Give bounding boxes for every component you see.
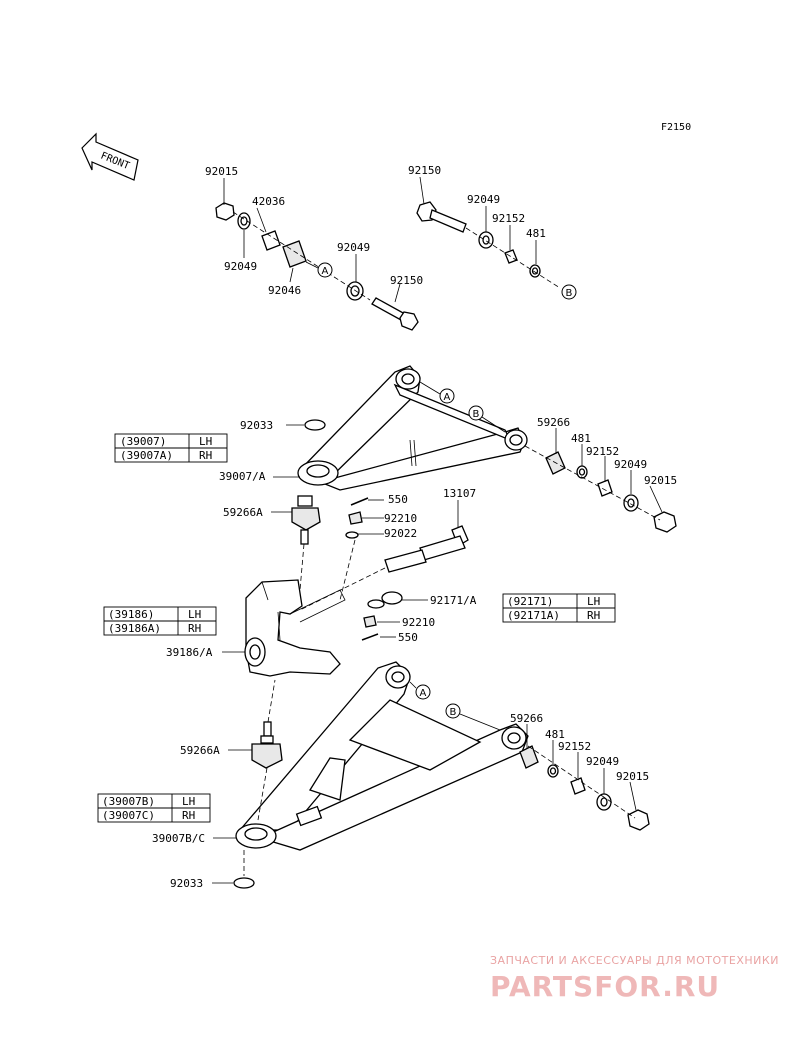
table-92171-code-2: (92171A) — [507, 609, 560, 622]
table-92171-side-1: LH — [587, 595, 600, 608]
circle-ref-a-1: A — [322, 266, 329, 277]
label-92152-top: 92152 — [492, 212, 525, 225]
table-39007-code-2: (39007A) — [120, 449, 173, 462]
label-550-bot: 550 — [398, 631, 418, 644]
watermark-logo: ЗАПЧАСТИ И АКСЕССУАРЫ ДЛЯ МОТОТЕХНИКИ PA… — [490, 954, 779, 1003]
label-39007-bc: 39007B/C — [152, 832, 205, 845]
label-39007-a: 39007/A — [219, 470, 266, 483]
ball-joint-lower — [228, 679, 283, 821]
pin-550-bot — [361, 633, 379, 641]
circlip-92033-bot — [233, 877, 255, 889]
circle-ref-b-3: B — [450, 707, 457, 718]
table-92171-side-2: RH — [587, 609, 600, 622]
label-550-top: 550 — [388, 493, 408, 506]
table-92171: (92171) LH (92171A) RH — [502, 593, 616, 623]
table-39007b-code-1: (39007B) — [102, 795, 155, 808]
upper-right-parts — [524, 428, 677, 533]
nut-92015-top — [215, 202, 235, 221]
label-92015-top: 92015 — [205, 165, 238, 178]
table-39007: (39007) LH (39007A) RH — [114, 433, 228, 463]
table-39186-side-1: LH — [188, 608, 201, 621]
circle-ref-a-2: A — [444, 392, 451, 403]
knuckle-39186 — [222, 579, 346, 677]
label-92033-top: 92033 — [240, 419, 273, 432]
label-92049-left: 92049 — [224, 260, 257, 273]
label-92150-top: 92150 — [408, 164, 441, 177]
upper-a-arm — [297, 365, 528, 491]
table-39186-code-2: (39186A) — [108, 622, 161, 635]
lower-right-parts — [519, 724, 650, 831]
table-39186-code-1: (39186) — [108, 608, 154, 621]
nut-92210-bot — [363, 615, 377, 628]
label-481-top: 481 — [526, 227, 546, 240]
table-39007-side-1: LH — [199, 435, 212, 448]
label-92046: 92046 — [268, 284, 301, 297]
circle-ref-b-1: B — [566, 288, 573, 299]
ball-joint-upper — [271, 495, 321, 591]
label-39186-a: 39186/A — [166, 646, 213, 659]
lower-a-arm — [235, 661, 529, 851]
label-92022: 92022 — [384, 527, 417, 540]
table-92171-code-1: (92171) — [507, 595, 553, 608]
bolt-92150-mid — [371, 297, 406, 321]
table-39007b-side-2: RH — [182, 809, 195, 822]
sleeve-42036 — [261, 230, 281, 251]
label-92210-top: 92210 — [384, 512, 417, 525]
label-92171-a: 92171/A — [430, 594, 477, 607]
front-arrow-icon: FRONT — [81, 132, 139, 181]
label-92015-low: 92015 — [616, 770, 649, 783]
label-92150-mid: 92150 — [390, 274, 423, 287]
label-92033-bot: 92033 — [170, 877, 203, 890]
middle-small-parts — [339, 497, 384, 601]
table-39186: (39186) LH (39186A) RH — [103, 606, 217, 636]
label-59266-up: 59266 — [537, 416, 570, 429]
label-481-up: 481 — [571, 432, 591, 445]
label-481-low: 481 — [545, 728, 565, 741]
label-92210-bot: 92210 — [402, 616, 435, 629]
circlip-92033-top — [304, 419, 326, 431]
label-59266a-bot: 59266A — [180, 744, 220, 757]
spindle-13107 — [299, 500, 469, 611]
label-92049-up: 92049 — [614, 458, 647, 471]
table-39007b-side-1: LH — [182, 795, 195, 808]
watermark-line1: ЗАПЧАСТИ И АКСЕССУАРЫ ДЛЯ МОТОТЕХНИКИ — [490, 954, 779, 967]
label-92049-low: 92049 — [586, 755, 619, 768]
label-42036: 42036 — [252, 195, 285, 208]
label-92015-up: 92015 — [644, 474, 677, 487]
label-13107: 13107 — [443, 487, 476, 500]
figure-code: F2150 — [661, 122, 691, 133]
label-92152-up: 92152 — [586, 445, 619, 458]
collar-92152-top — [504, 249, 518, 264]
bolt-92150-top — [429, 209, 467, 233]
label-92049-mid: 92049 — [337, 241, 370, 254]
label-59266-low: 59266 — [510, 712, 543, 725]
bushing-group-b: B — [416, 176, 577, 300]
watermark-line2: PARTSFOR.RU — [490, 970, 720, 1003]
table-39007-side-2: RH — [199, 449, 212, 462]
table-39186-side-2: RH — [188, 622, 201, 635]
label-92152-low: 92152 — [558, 740, 591, 753]
table-39007b-code-2: (39007C) — [102, 809, 155, 822]
label-92049-top: 92049 — [467, 193, 500, 206]
bushing-92046 — [282, 240, 307, 268]
circle-ref-b-2: B — [473, 409, 480, 420]
circle-ref-a-3: A — [420, 688, 427, 699]
table-39007-code-1: (39007) — [120, 435, 166, 448]
label-59266a-top: 59266A — [223, 506, 263, 519]
bushing-group-a: A — [215, 178, 419, 331]
part-92171 — [367, 591, 428, 609]
table-39007b: (39007B) LH (39007C) RH — [97, 793, 211, 823]
